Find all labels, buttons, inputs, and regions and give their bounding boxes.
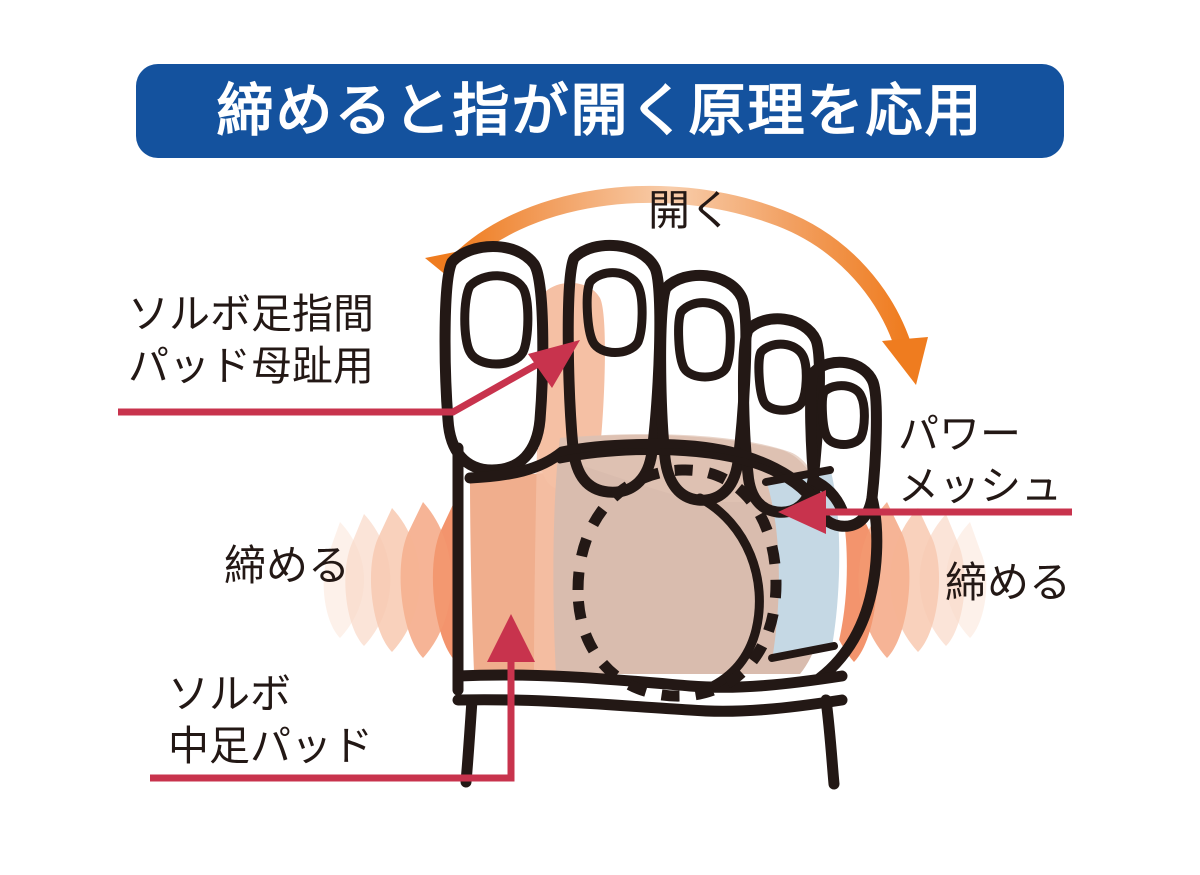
- label-solbo-mid-pad-line2: 中足パッド: [168, 723, 373, 770]
- leader-mid-pad-arrowhead: [487, 614, 535, 662]
- label-solbo-mid-pad-line1: ソルボ: [168, 671, 291, 717]
- label-power-mesh: パワー メッシュ: [898, 408, 1062, 512]
- foot-graphic: [439, 239, 883, 790]
- label-open: 開く: [648, 187, 733, 234]
- label-solbo-toe-pad-line2: パッド母趾用: [128, 343, 374, 390]
- label-power-mesh-line2: メッシュ: [898, 463, 1062, 510]
- leader-power-mesh-arrowhead: [778, 490, 826, 534]
- label-solbo-toe-pad: ソルボ足指間 パッド母趾用: [128, 288, 374, 392]
- arc-arrowhead-right: [882, 337, 928, 385]
- title-text: 締めると指が開く原理を応用: [216, 78, 984, 143]
- label-power-mesh-line1: パワー: [898, 411, 1021, 457]
- title-banner: 締めると指が開く原理を応用: [136, 64, 1064, 158]
- label-squeeze-left: 締める: [224, 542, 351, 589]
- label-squeeze-right: 締める: [945, 559, 1072, 606]
- label-solbo-toe-pad-line1: ソルボ足指間: [128, 291, 374, 337]
- leader-toe-pad-arrowhead: [528, 340, 580, 388]
- foot-outlines: [439, 239, 883, 790]
- label-solbo-mid-pad: ソルボ 中足パッド: [168, 668, 373, 772]
- metatarsal-pad-dashed-outline: [572, 464, 782, 702]
- leader-power-mesh: [778, 490, 1072, 534]
- leader-mid-pad: [150, 614, 535, 782]
- leader-toe-pad: [118, 340, 580, 416]
